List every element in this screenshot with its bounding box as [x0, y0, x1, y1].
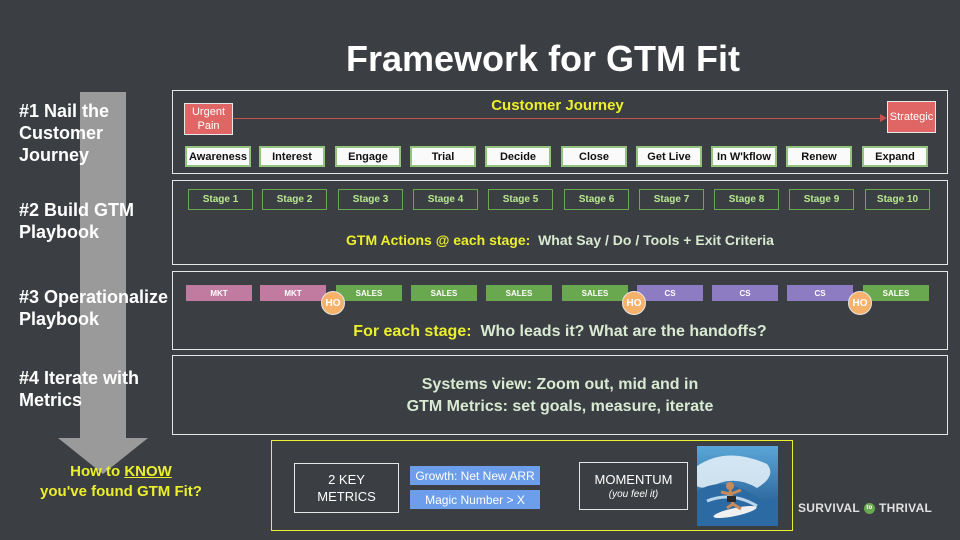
- handoff-circle: HO: [321, 291, 345, 315]
- handoff-circle: HO: [848, 291, 872, 315]
- momentum-title: MOMENTUM: [594, 472, 673, 487]
- row-label-4: #4 Iterate with Metrics: [19, 367, 139, 411]
- row-label-line: #4 Iterate with: [19, 368, 140, 388]
- logo-dot: to: [863, 502, 875, 514]
- momentum-box: MOMENTUM (you feel it): [579, 462, 688, 510]
- row-label-line: #3 Operationalize: [19, 287, 169, 307]
- journey-arrow-line: [233, 118, 881, 119]
- logo-left: SURVIVAL: [798, 501, 860, 515]
- row-label-2: #2 Build GTM Playbook: [19, 199, 134, 243]
- key-metrics-line: METRICS: [317, 489, 376, 504]
- logo-right: THRIVAL: [878, 501, 933, 515]
- page-title: Framework for GTM Fit: [345, 38, 741, 79]
- owner-box: SALES: [336, 285, 402, 301]
- stage-box: Stage 5: [488, 189, 553, 210]
- key-metrics-box: 2 KEY METRICS: [294, 463, 399, 513]
- row-label-1: #1 Nail the Customer Journey: [19, 100, 109, 166]
- journey-end-label: Strategic: [889, 111, 934, 123]
- journey-step: Trial: [410, 146, 476, 167]
- row-label-line: Metrics: [19, 390, 83, 410]
- metric-growth: Growth: Net New ARR: [410, 466, 540, 485]
- stage-box: Stage 9: [789, 189, 854, 210]
- momentum-subtitle: (you feel it): [608, 489, 659, 500]
- owner-box: SALES: [411, 285, 477, 301]
- stage-box: Stage 2: [262, 189, 327, 210]
- journey-step: In W'kflow: [711, 146, 777, 167]
- know-line-2: you've found GTM Fit?: [40, 483, 202, 500]
- progress-arrow-head-icon: [58, 438, 148, 474]
- journey-step: Close: [561, 146, 627, 167]
- stage-box: Stage 6: [564, 189, 629, 210]
- stage-box: Stage 4: [413, 189, 478, 210]
- owner-box: CS: [637, 285, 703, 301]
- owner-box: SALES: [863, 285, 929, 301]
- survival-to-thrival-logo: SURVIVAL to THRIVAL: [798, 501, 932, 515]
- metrics-line-1: Systems view: Zoom out, mid and in: [421, 376, 699, 393]
- handoff-circle: HO: [622, 291, 646, 315]
- know-question: How to KNOW you've found GTM Fit?: [18, 462, 224, 502]
- metric-magic-number: Magic Number > X: [410, 490, 540, 509]
- journey-start-line: Urgent: [191, 106, 226, 118]
- operationalize-panel: [172, 271, 948, 350]
- journey-step: Renew: [786, 146, 852, 167]
- stage-box: Stage 1: [188, 189, 253, 210]
- row-label-line: Playbook: [19, 309, 100, 329]
- gtm-actions-lead: GTM Actions @ each stage:: [346, 232, 531, 248]
- stage-box: Stage 3: [338, 189, 403, 210]
- gtm-actions-rest: What Say / Do / Tools + Exit Criteria: [538, 232, 774, 248]
- metrics-panel: [172, 355, 948, 435]
- handoff-question: For each stage: Who leads it? What are t…: [172, 323, 948, 341]
- customer-journey-label: Customer Journey: [491, 97, 624, 114]
- owner-box: CS: [787, 285, 853, 301]
- row-label-line: #2 Build GTM: [19, 200, 135, 220]
- row-label-3: #3 Operationalize Playbook: [19, 286, 168, 330]
- journey-step: Decide: [485, 146, 551, 167]
- row-label-line: #1 Nail the: [19, 101, 110, 121]
- row-label-line: Journey: [19, 145, 90, 165]
- journey-step: Get Live: [636, 146, 702, 167]
- gtm-actions-text: GTM Actions @ each stage: What Say / Do …: [172, 232, 948, 248]
- logo-mid: to: [866, 504, 873, 511]
- gtm-fit-panel: [271, 440, 793, 531]
- progress-arrow-shaft: [80, 92, 126, 440]
- know-emphasis: KNOW: [124, 463, 172, 480]
- owner-box: CS: [712, 285, 778, 301]
- customer-journey-panel: [172, 90, 948, 174]
- handoff-question-lead: For each stage:: [353, 323, 472, 340]
- owner-box: MKT: [186, 285, 252, 301]
- journey-start-box: Urgent Pain: [184, 103, 233, 135]
- stage-box: Stage 7: [639, 189, 704, 210]
- journey-arrowhead-icon: [880, 114, 887, 122]
- journey-step: Awareness: [185, 146, 251, 167]
- journey-step: Expand: [862, 146, 928, 167]
- row-label-line: Customer: [19, 123, 104, 143]
- key-metrics-line: 2 KEY: [328, 472, 365, 487]
- owner-box: SALES: [486, 285, 552, 301]
- owner-box: SALES: [562, 285, 628, 301]
- journey-end-box: Strategic: [887, 101, 936, 133]
- journey-step: Engage: [335, 146, 401, 167]
- know-pre: How to: [70, 463, 125, 480]
- metrics-line-2: GTM Metrics: set goals, measure, iterate: [406, 398, 714, 415]
- owner-box: MKT: [260, 285, 326, 301]
- surfer-photo-icon: [697, 446, 778, 526]
- handoff-question-rest: Who leads it? What are the handoffs?: [480, 323, 767, 340]
- stage-box: Stage 10: [865, 189, 930, 210]
- gtm-playbook-panel: [172, 180, 948, 265]
- journey-start-line: Pain: [197, 120, 220, 132]
- row-label-line: Playbook: [19, 222, 100, 242]
- journey-step: Interest: [259, 146, 325, 167]
- stage-box: Stage 8: [714, 189, 779, 210]
